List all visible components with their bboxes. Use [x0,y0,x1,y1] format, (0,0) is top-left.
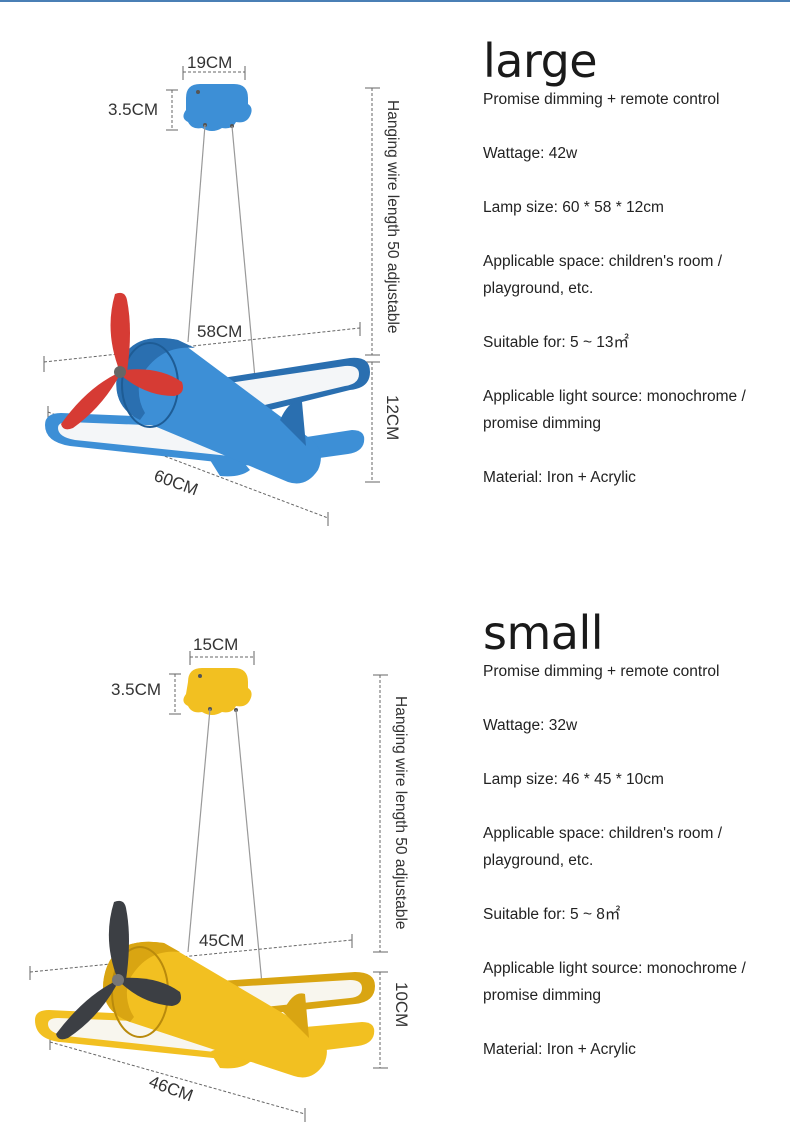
airplane-lamp-blue-illustration [43,66,380,526]
product-large: 19CM 3.5CM Hanging wire length 50 adjust… [0,0,790,560]
spec-wattage: Wattage: 32w [483,717,578,734]
spec-suitable-for: Suitable for: 5 ~ 8㎡ [483,906,621,923]
spec-applicable-space: Applicable space: children's room / play… [483,825,723,869]
spec-material: Material: Iron + Acrylic [483,1041,636,1058]
dim-height: 10CM [392,982,411,1028]
spec-applicable-space: Applicable space: children's room / play… [483,253,723,297]
dim-canopy-width: 15CM [193,635,239,654]
spec-light-source: Applicable light source: monochrome / pr… [483,388,746,432]
dim-canopy-width: 19CM [187,53,233,72]
product-small: 15CM 3.5CM Hanging wire length 50 adjust… [0,572,790,1132]
dim-canopy-height: 3.5CM [111,680,162,699]
canopy-icon [183,84,252,131]
propeller-icon [61,292,183,430]
spec-wattage: Wattage: 42w [483,145,578,162]
hanging-wire [187,708,211,953]
airplane-body [45,338,370,484]
dim-canopy-height: 3.5CM [108,100,159,119]
hanging-wire [187,124,206,343]
airplane-body [35,941,375,1078]
dim-wire-length: Hanging wire length 50 adjustable [384,100,401,334]
spec-lamp-size: Lamp size: 60 * 58 * 12cm [483,199,664,216]
spec-light-source: Applicable light source: monochrome / pr… [483,960,746,1004]
spec-suitable-for: Suitable for: 5 ~ 13㎡ [483,334,630,351]
propeller-icon [56,900,181,1040]
top-border-line [0,0,790,2]
dim-wire-length: Hanging wire length 50 adjustable [392,696,409,930]
dim-wingspan: 45CM [199,931,245,950]
spec-material: Material: Iron + Acrylic [483,469,636,486]
spec-dimming: Promise dimming + remote control [483,91,720,108]
hanging-wire [231,125,256,379]
airplane-lamp-yellow-illustration [29,651,388,1122]
canopy-icon [183,668,252,715]
dim-wingspan: 58CM [197,322,243,341]
size-title: small [483,606,604,660]
dim-height: 12CM [383,395,402,441]
hanging-wire [235,709,263,985]
spec-dimming: Promise dimming + remote control [483,663,720,680]
size-title: large [483,34,598,88]
spec-lamp-size: Lamp size: 46 * 45 * 10cm [483,771,664,788]
